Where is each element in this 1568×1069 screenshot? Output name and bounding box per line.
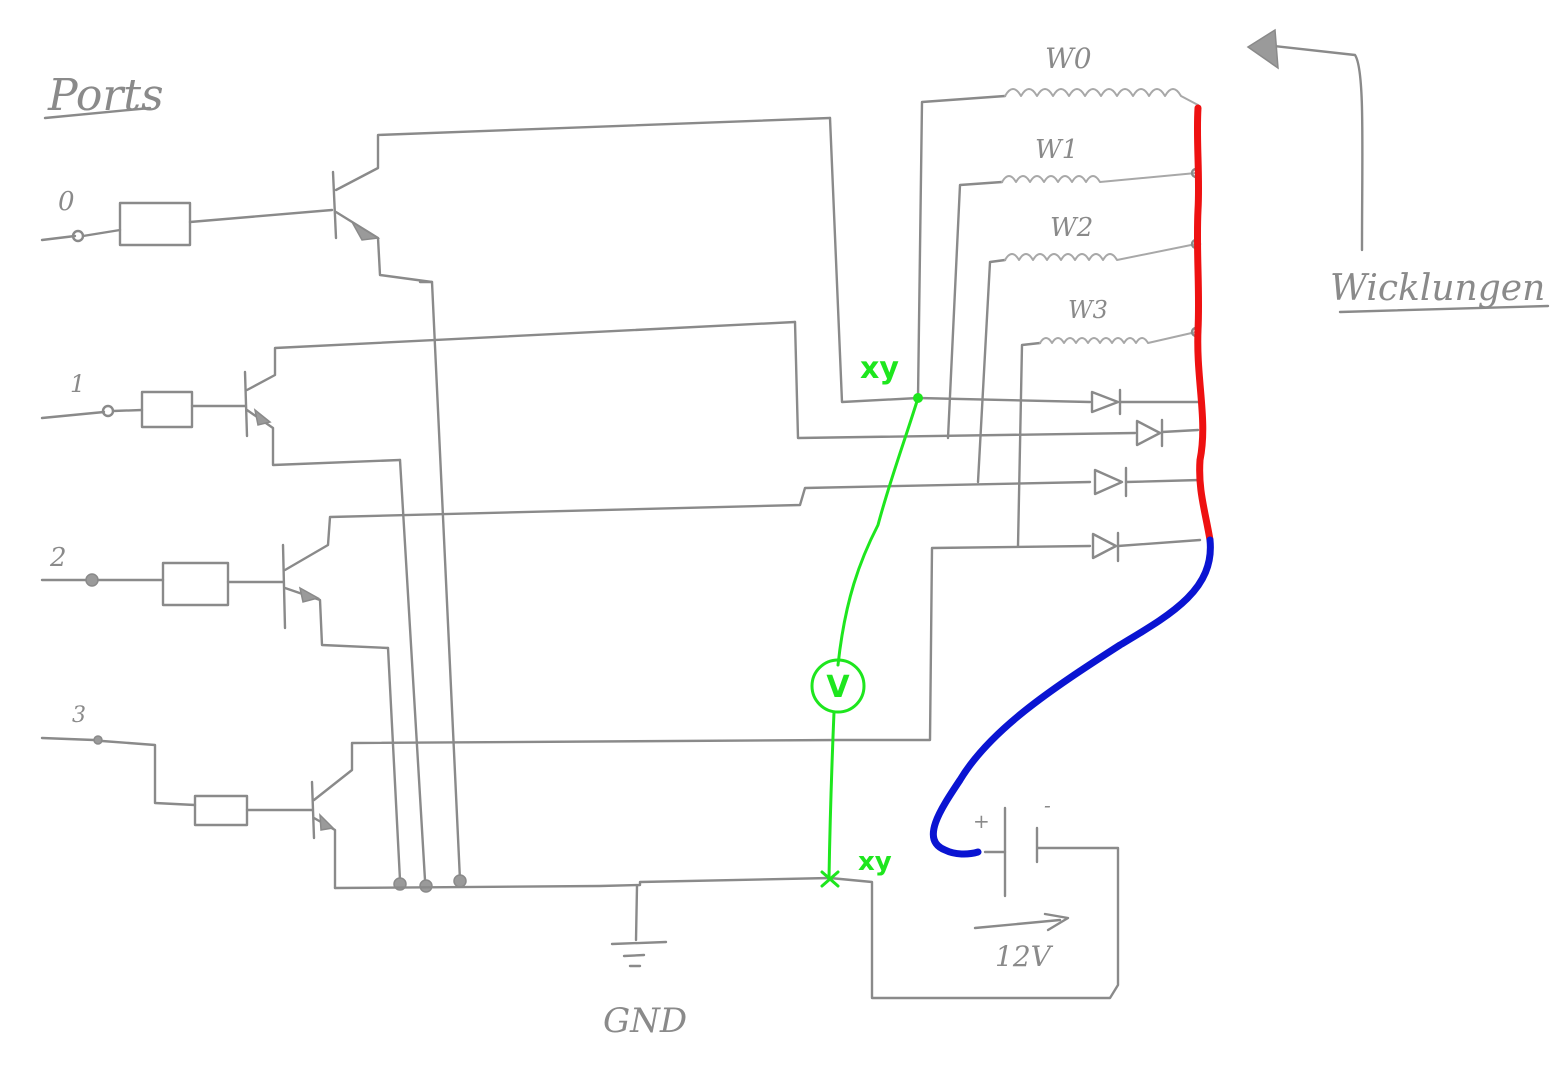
base-resistor	[118, 201, 192, 247]
diode-icon	[1135, 419, 1162, 447]
arrow-head-icon	[1246, 28, 1279, 70]
coil-icon	[1001, 172, 1197, 183]
windings-heading-underline	[1338, 304, 1550, 314]
diode-icon	[1091, 532, 1118, 560]
probe-point-top-icon	[913, 393, 923, 403]
emitter-returns	[386, 280, 467, 893]
voltmeter-overlay: V xy xy	[810, 351, 923, 888]
coil-icon	[1004, 88, 1199, 106]
gnd-label: GND	[603, 1001, 687, 1041]
port-terminal-icon	[93, 735, 103, 745]
probe-wire-bottom	[827, 710, 836, 880]
windings-pointer-arrow	[1263, 43, 1364, 252]
base-resistor	[161, 561, 230, 607]
port-label: 2	[49, 543, 67, 573]
transistor-base-bar	[331, 170, 338, 240]
winding-w0: W0	[916, 42, 1199, 400]
winding-w1: W1	[946, 135, 1202, 440]
base-resistor	[193, 794, 249, 827]
probe-top-label: xy	[860, 351, 899, 386]
probe-bottom-label: xy	[858, 847, 892, 877]
probe-wire-top	[836, 396, 920, 667]
diode-icon	[1090, 390, 1120, 414]
diode-d1	[1135, 418, 1200, 448]
winding-label: W0	[1045, 42, 1092, 75]
transistor-base-bar	[281, 543, 287, 630]
collector-wire-port-0	[828, 116, 1092, 404]
battery-voltage-label: 12V	[995, 940, 1054, 973]
transistor-base-bar	[243, 370, 249, 438]
port-3: 3	[40, 544, 1092, 890]
ground-symbol-icon	[610, 884, 668, 968]
ports-heading-underline	[43, 106, 152, 120]
battery: + - 12V	[973, 793, 1070, 973]
winding-w3: W3	[1016, 296, 1202, 548]
diode-d2	[1093, 466, 1202, 498]
windings-heading: Wicklungen	[1330, 268, 1545, 309]
port-label: 3	[72, 703, 86, 728]
coil-icon	[1039, 331, 1197, 344]
transistor-base-bar	[310, 780, 316, 840]
voltmeter-label: V	[826, 670, 850, 705]
transistor-emitter-arrow-icon	[253, 408, 272, 426]
voltmeter-icon	[810, 658, 866, 714]
supply-lead	[929, 536, 1214, 858]
port-2: 2	[40, 480, 1092, 650]
port-label: 1	[70, 370, 85, 398]
transistor-emitter-arrow-icon	[298, 586, 320, 603]
battery-plus-label: +	[973, 809, 990, 833]
junction-dot-icon	[419, 879, 433, 893]
ground-bus	[333, 846, 1120, 1000]
winding-label: W3	[1068, 296, 1108, 324]
collector-wire-port-1	[793, 320, 1137, 440]
port-1: 1	[40, 320, 797, 467]
diode-d0	[1090, 388, 1200, 416]
winding-w2: W2	[976, 213, 1202, 484]
winding-label: W1	[1035, 135, 1078, 165]
junction-dot-icon	[453, 874, 467, 888]
port-terminal-icon	[85, 573, 99, 587]
coil-icon	[1004, 243, 1197, 261]
port-label: 0	[58, 187, 75, 217]
probe-point-bottom-icon	[820, 870, 840, 888]
battery-minus-label: -	[1044, 793, 1051, 817]
winding-label: W2	[1050, 213, 1093, 243]
diode-icon	[1093, 468, 1124, 496]
base-resistor	[140, 390, 194, 429]
transistor-emitter-arrow-icon	[319, 813, 335, 831]
common-rail	[1193, 104, 1214, 544]
transistor-emitter-arrow-icon	[349, 219, 381, 241]
port-0: 0	[40, 116, 832, 284]
voltage-arrow-icon	[1043, 912, 1070, 932]
diode-d3	[1091, 531, 1202, 563]
